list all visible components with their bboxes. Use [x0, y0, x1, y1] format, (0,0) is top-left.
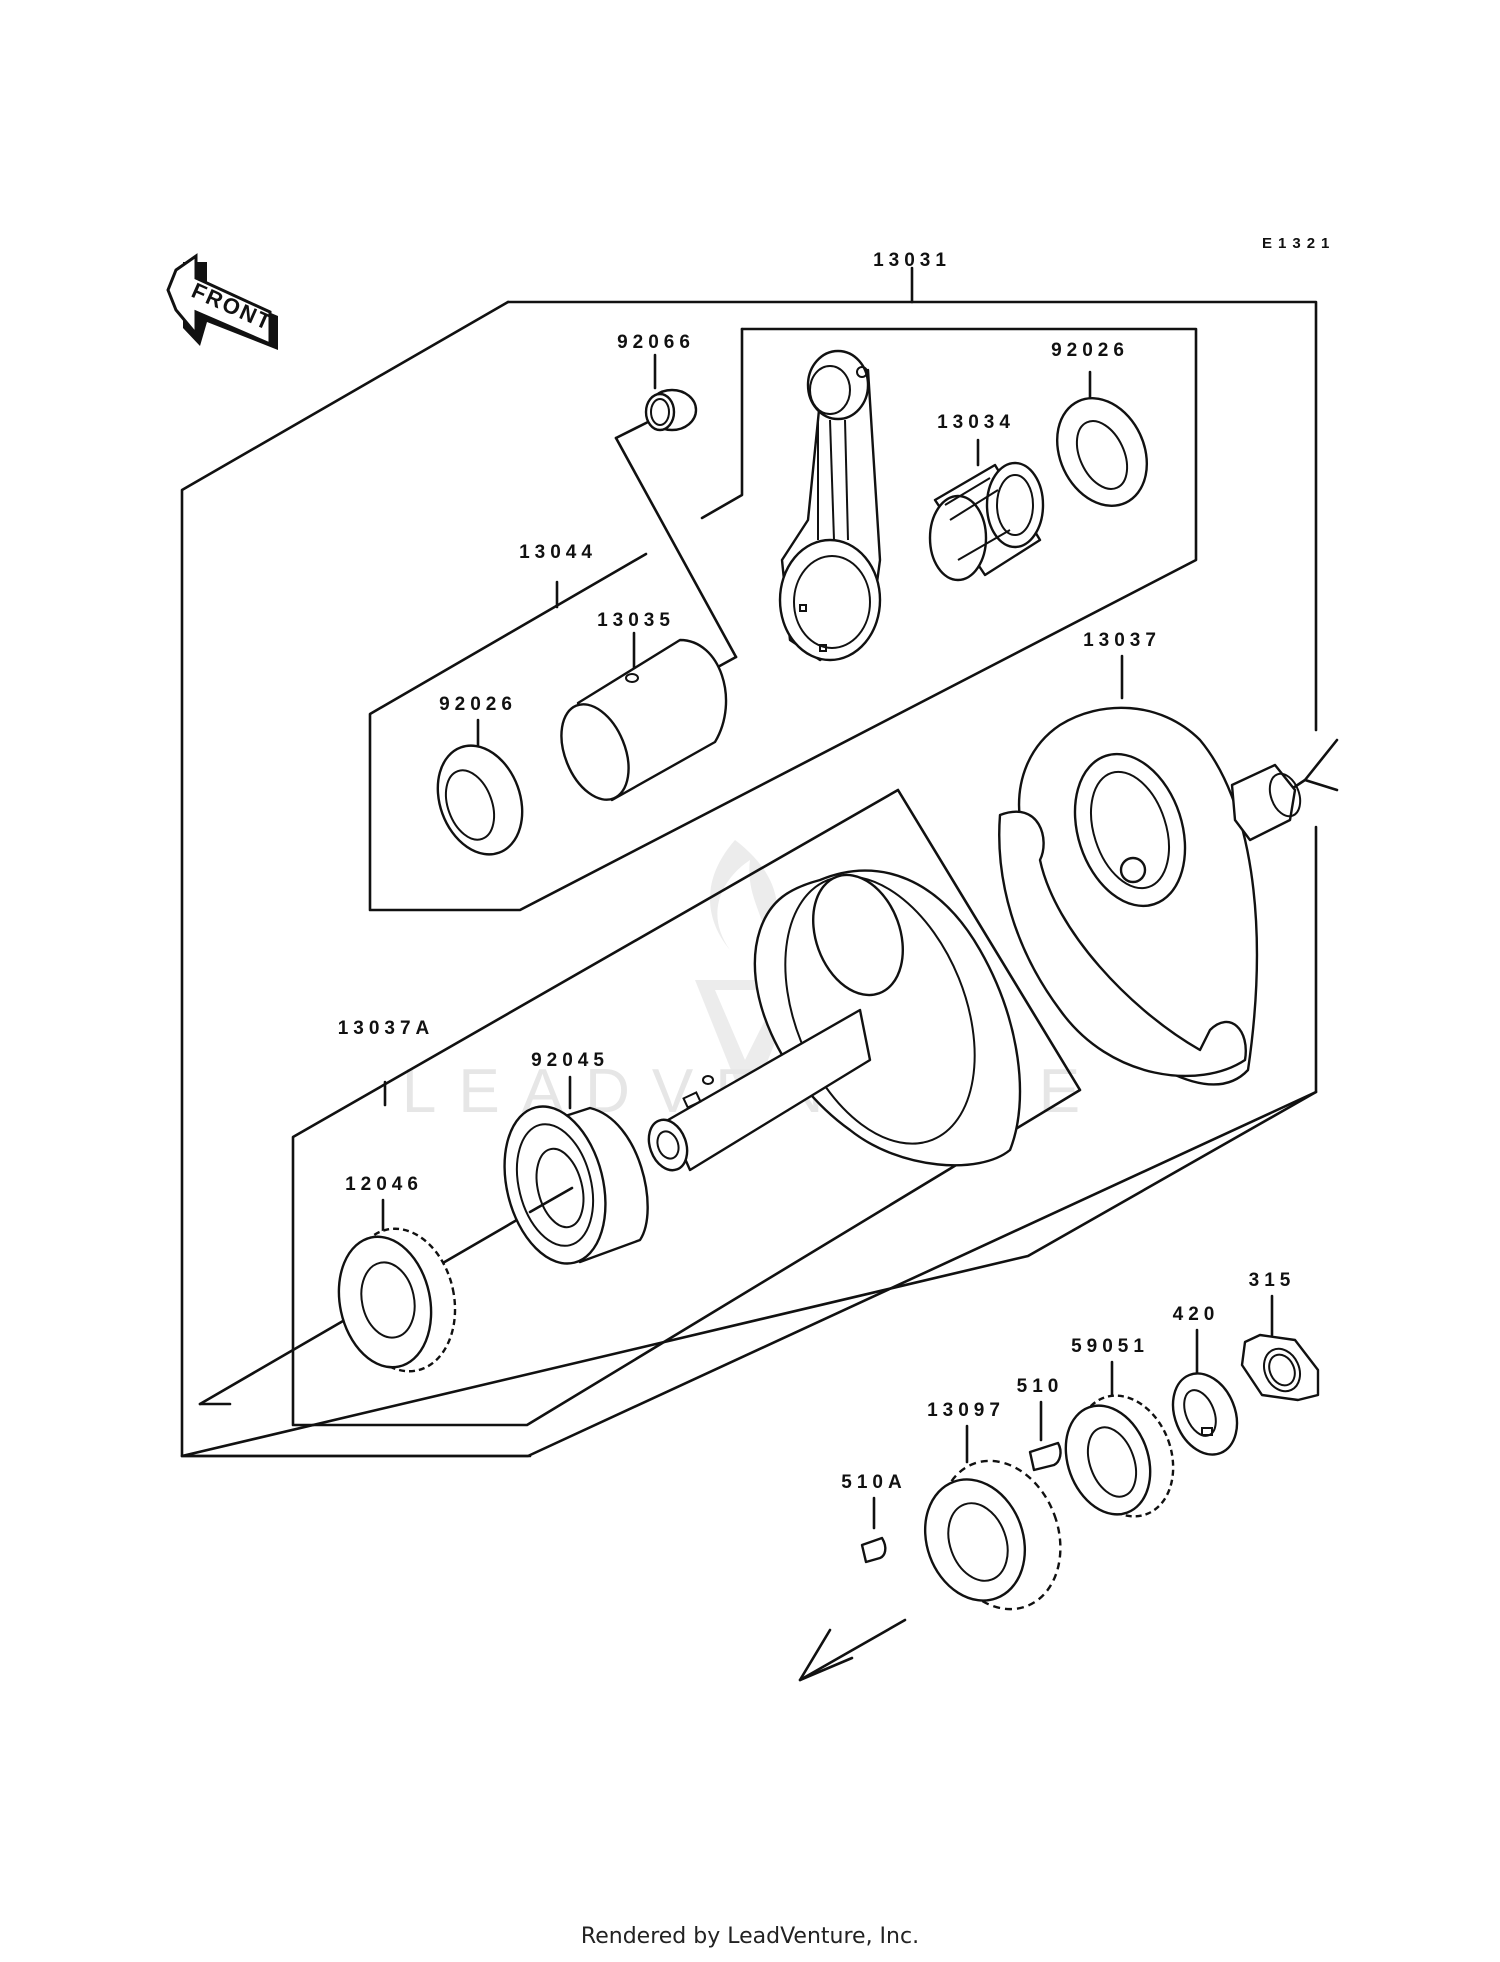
axis-line-bottom — [798, 1618, 907, 1682]
part-13034-needle-bearing — [928, 438, 1045, 582]
part-420-lock-washer — [1171, 1328, 1239, 1456]
left-flywheel-frame — [291, 788, 1082, 1427]
front-arrow-icon: FRONT — [166, 253, 278, 350]
part-510-key — [1028, 1400, 1062, 1472]
label-510A[interactable]: 510A — [841, 1472, 906, 1493]
part-59051-gear — [1064, 1360, 1175, 1518]
label-92045[interactable]: 92045 — [531, 1050, 609, 1071]
label-92066[interactable]: 92066 — [617, 332, 695, 353]
label-13037A[interactable]: 13037A — [338, 1018, 435, 1039]
part-510A-key — [860, 1496, 887, 1564]
part-12046-sprocket-gear — [337, 1198, 457, 1373]
part-13037-flywheel-right — [998, 654, 1302, 1086]
label-92026-upper[interactable]: 92026 — [1051, 340, 1129, 361]
part-315-nut — [1240, 1294, 1320, 1402]
label-12046[interactable]: 12046 — [345, 1174, 423, 1195]
diagram-code: E1321 — [1262, 235, 1335, 252]
label-13031[interactable]: 13031 — [873, 250, 951, 271]
label-510[interactable]: 510 — [1017, 1376, 1064, 1397]
label-13044[interactable]: 13044 — [519, 542, 597, 563]
part-92066-bushing — [614, 353, 738, 670]
label-92026-lower[interactable]: 92026 — [439, 694, 517, 715]
part-13035-crank-pin — [560, 631, 728, 802]
label-59051[interactable]: 59051 — [1071, 1336, 1149, 1357]
label-13034[interactable]: 13034 — [937, 412, 1015, 433]
label-420[interactable]: 420 — [1173, 1304, 1220, 1325]
conrod-kit-frame — [368, 327, 1198, 912]
label-13035[interactable]: 13035 — [597, 610, 675, 631]
axis-tick-right — [1303, 738, 1339, 792]
label-13097[interactable]: 13097 — [927, 1400, 1005, 1421]
conrod-kit-frame-top — [700, 327, 744, 520]
label-315[interactable]: 315 — [1249, 1270, 1296, 1291]
part-92045-ball-bearing — [503, 1075, 649, 1265]
footer-credit: Rendered by LeadVenture, Inc. — [580, 1924, 920, 1949]
part-13097-primary-gear — [923, 1424, 1062, 1611]
part-connecting-rod — [778, 349, 882, 662]
assembly-frame-outer-left — [180, 300, 1318, 1458]
label-13037[interactable]: 13037 — [1083, 630, 1161, 651]
part-13037A-flywheel-left — [647, 869, 1022, 1172]
part-92026-washer-upper — [1055, 370, 1149, 507]
part-92026-washer-lower — [436, 718, 524, 856]
